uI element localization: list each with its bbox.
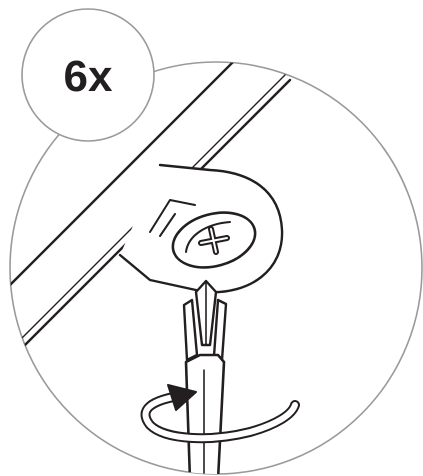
screwdriver-icon (182, 279, 228, 474)
rotate-clockwise-arrow-icon (140, 384, 300, 444)
screw-icon (171, 211, 257, 269)
step-count-badge: 6x (21, 8, 155, 142)
step-count-label: 6x (64, 52, 113, 101)
